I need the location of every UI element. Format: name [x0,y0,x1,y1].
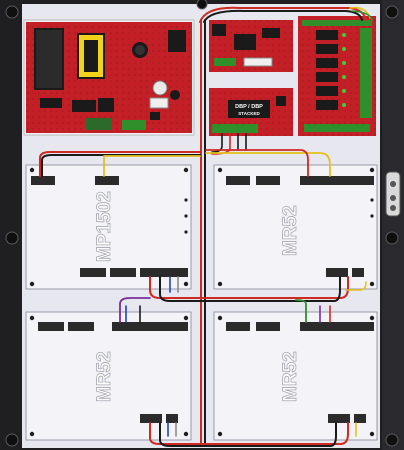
connector-header-icon [38,322,64,331]
connector-header-icon [256,322,280,331]
connector-header-icon [226,176,250,185]
dbp-stacked-board: DBP / DBP STACKED [209,88,293,136]
connector-header-icon [226,322,250,331]
wiring-harness [39,6,373,447]
module-label: MP1502 [94,191,115,262]
connector-header-icon [166,414,178,423]
module-label: MR52 [280,205,301,256]
module-label: MR52 [280,351,301,402]
connector-header-icon [354,414,366,423]
module-mr52-bottom-left: MR52 [25,311,192,441]
terminal-block-icon [304,28,372,132]
connector-header-icon [110,268,136,277]
connector-header-icon [352,268,364,277]
terminal-block-icon [86,118,112,130]
connector-header-icon [68,322,94,331]
connector-header-icon [300,322,374,331]
connector-header-icon [112,322,188,331]
module-mr52-bottom-right: MR52 [213,311,378,441]
small-interface-board [209,20,293,72]
dbp-label: DBP / DBP [235,104,263,110]
terminal-block-icon [214,58,236,66]
stacked-label: STACKED [238,111,260,116]
terminal-block-icon [212,124,258,133]
right-rail [382,0,404,450]
door-latch [385,171,401,217]
relay-output-board [298,16,376,136]
connector-header-icon [256,176,280,185]
connector-header-icon [326,268,348,277]
connector-header-icon [31,176,55,185]
module-mp1502: MP1502 [25,164,192,290]
power-supply-board [23,19,195,136]
connector-header-icon [140,414,162,423]
connector-header-icon [80,268,106,277]
connector-header-icon [95,176,119,185]
terminal-block-icon [122,120,146,130]
module-label: MR52 [94,351,115,402]
connector-header-icon [328,414,350,423]
connector-header-icon [300,176,374,185]
connector-header-icon [140,268,188,277]
module-mr52-top: MR52 [213,164,378,290]
mounting-hole-icon [5,0,399,447]
